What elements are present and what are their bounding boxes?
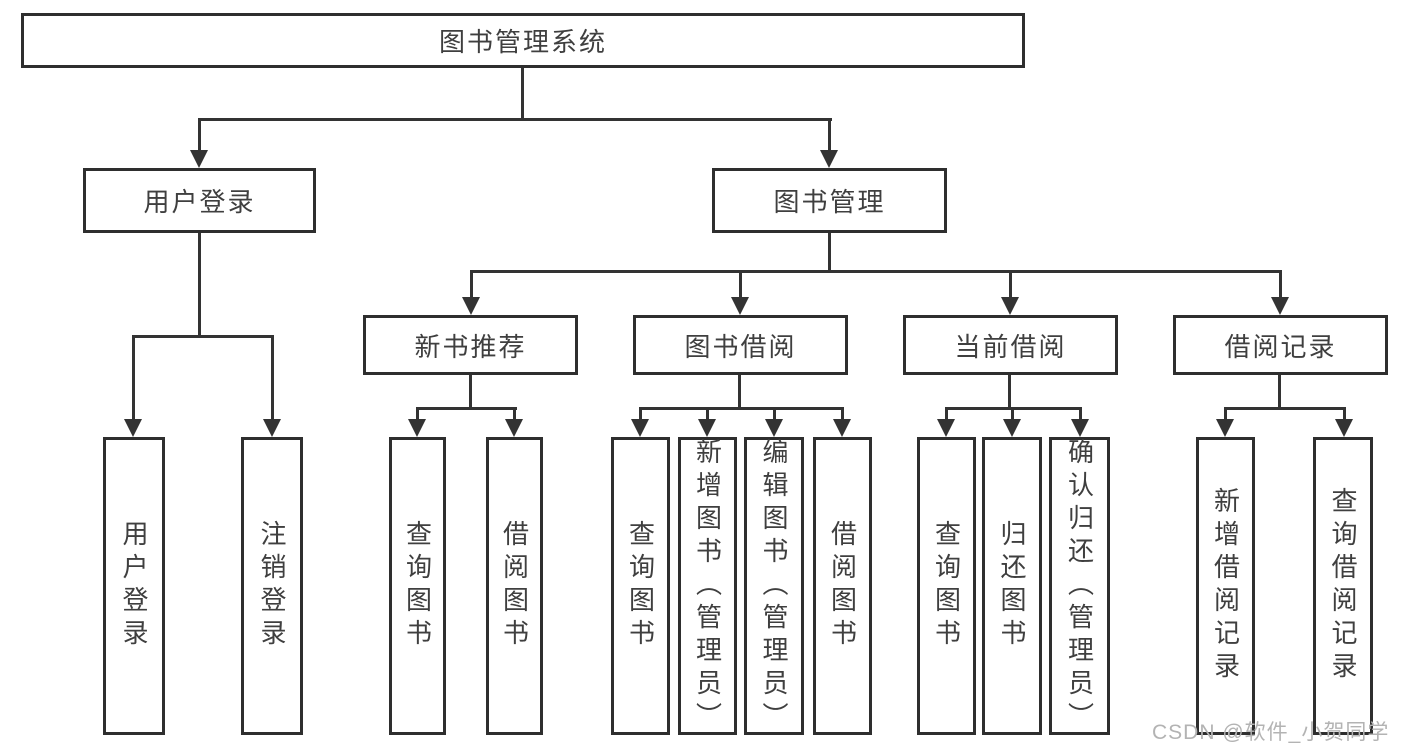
leaf-label: 编辑图书（管理员） [759,437,789,735]
node-new-book-recommend: 新书推荐 [363,315,578,375]
arrow-down-icon [408,419,426,437]
connector-line [1224,407,1227,421]
leaf-label: 确认归还（管理员） [1064,437,1095,735]
leaf-label: 注销登录 [257,520,287,652]
arrow-down-icon [820,150,838,168]
connector-line [199,118,832,121]
arrow-down-icon [462,297,480,315]
connector-line [271,335,274,421]
leaf-label: 归还图书 [997,520,1027,652]
csdn-watermark: CSDN @软件_小贺同学 [1152,721,1390,744]
connector-line [1279,270,1282,299]
connector-line [521,68,524,118]
arrow-down-icon [765,419,783,437]
node-label: 借阅记录 [1224,331,1337,362]
connector-line [416,407,517,410]
connector-line [773,407,776,421]
leaf-borrow-books: 借阅图书 [813,437,872,735]
node-library-system: 图书管理系统 [21,13,1025,68]
connector-line [198,233,201,335]
arrow-down-icon [833,419,851,437]
leaf-label: 新增借阅记录 [1210,487,1241,685]
arrow-down-icon [1271,297,1289,315]
connector-line [639,407,642,421]
leaf-label: 用户登录 [119,520,149,652]
connector-line [706,407,709,421]
connector-line [132,335,274,338]
node-label: 当前借阅 [954,331,1067,362]
arrow-down-icon [1003,419,1021,437]
connector-line [470,270,473,299]
connector-line [945,407,948,421]
leaf-label: 查询借阅记录 [1328,487,1358,685]
leaf-label: 查询图书 [625,520,656,652]
connector-line [132,335,135,421]
leaf-label: 借阅图书 [499,520,530,652]
connector-line [828,233,831,270]
leaf-query-books: 查询图书 [611,437,670,735]
node-label: 用户登录 [143,187,256,217]
leaf-query-books: 查询图书 [389,437,446,735]
leaf-label: 查询图书 [931,520,962,652]
leaf-label: 借阅图书 [827,520,858,652]
connector-line [828,118,831,152]
connector-line [416,407,419,421]
connector-line [1278,375,1281,407]
leaf-label: 查询图书 [402,520,433,652]
arrow-down-icon [263,419,281,437]
connector-line [639,407,844,410]
connector-line [1079,407,1082,421]
arrow-down-icon [190,150,208,168]
node-label: 图书借阅 [684,331,797,362]
arrow-down-icon [1071,419,1089,437]
leaf-confirm-return-admin: 确认归还（管理员） [1049,437,1110,735]
arrow-down-icon [731,297,749,315]
connector-line [1009,270,1012,299]
leaf-label: 新增图书（管理员） [692,437,723,735]
arrow-down-icon [1001,297,1019,315]
node-label: 新书推荐 [414,331,527,362]
arrow-down-icon [505,419,523,437]
connector-line [1224,407,1346,410]
leaf-add-borrow-record: 新增借阅记录 [1196,437,1255,735]
arrow-down-icon [698,419,716,437]
connector-line [739,270,742,299]
node-current-borrowing: 当前借阅 [903,315,1118,375]
connector-line [1008,375,1011,407]
connector-line [1011,407,1014,421]
arrow-down-icon [937,419,955,437]
leaf-user-login: 用户登录 [103,437,165,735]
node-borrowing-records: 借阅记录 [1173,315,1388,375]
arrow-down-icon [124,419,142,437]
leaf-query-books: 查询图书 [917,437,976,735]
leaf-add-books-admin: 新增图书（管理员） [678,437,737,735]
connector-line [1343,407,1346,421]
arrow-down-icon [631,419,649,437]
connector-line [738,375,741,407]
connector-line [198,118,201,152]
leaf-logout: 注销登录 [241,437,303,735]
connector-line [469,375,472,407]
leaf-query-borrow-record: 查询借阅记录 [1313,437,1373,735]
connector-line [513,407,516,421]
node-book-management: 图书管理 [712,168,947,233]
leaf-edit-books-admin: 编辑图书（管理员） [744,437,804,735]
node-label: 图书管理 [773,187,886,217]
arrow-down-icon [1216,419,1234,437]
connector-line [470,270,1282,273]
connector-line [841,407,844,421]
node-label: 图书管理系统 [438,27,607,57]
leaf-return-books: 归还图书 [982,437,1042,735]
node-user-login: 用户登录 [83,168,316,233]
node-book-borrowing: 图书借阅 [633,315,848,375]
arrow-down-icon [1335,419,1353,437]
leaf-borrow-books: 借阅图书 [486,437,543,735]
